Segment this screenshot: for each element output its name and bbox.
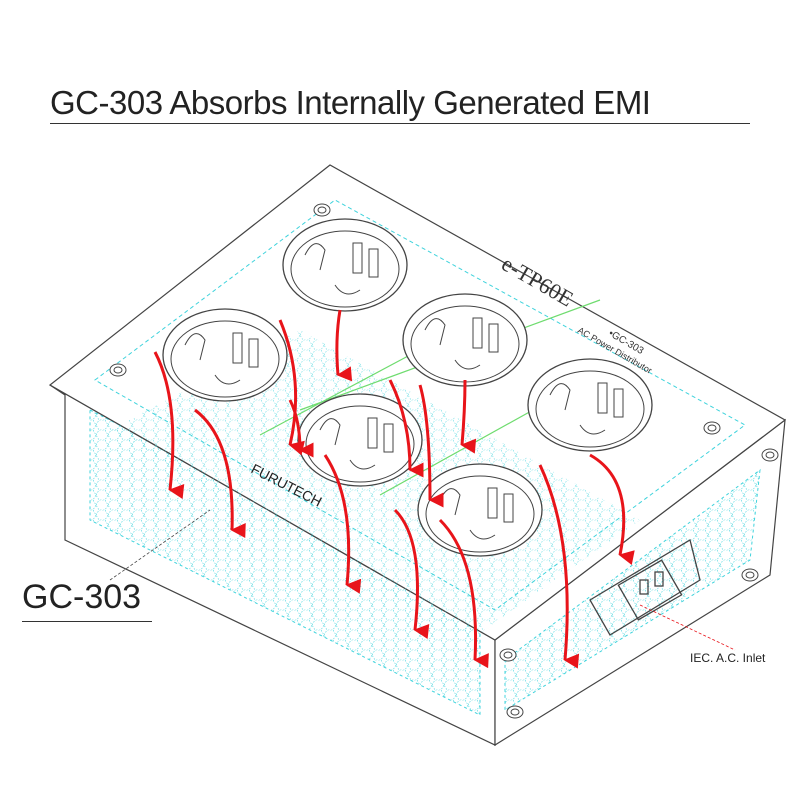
emi-flow-arrow: [335, 309, 353, 382]
outlet-socket: [417, 463, 543, 557]
emi-flow-arrow: [194, 408, 246, 538]
screw-icon: [741, 568, 759, 582]
emi-flow-arrow: [393, 508, 430, 639]
emi-flow-arrow: [323, 454, 362, 594]
outlet-socket: [527, 358, 653, 452]
iec-inlet: [589, 538, 701, 636]
emi-flow-arrow: [460, 379, 477, 454]
outlet-socket: [297, 393, 423, 487]
diagram-title: GC-303 Absorbs Internally Generated EMI: [50, 84, 651, 121]
gc303-underline: [22, 621, 152, 622]
screw-icon: [761, 448, 779, 462]
screw-icon: [109, 363, 127, 377]
screw-icon: [506, 705, 524, 719]
emi-flow-arrow: [153, 351, 185, 499]
emi-flow-arrow: [388, 379, 424, 478]
iec-inlet-callout: IEC. A.C. Inlet: [690, 651, 766, 665]
outlet-socket: [162, 308, 288, 402]
box-right-side-mesh: [504, 468, 761, 711]
emi-flow-arrow: [418, 384, 444, 508]
gc303-callout: GC-303: [22, 578, 142, 616]
emi-flow-arrow: [278, 319, 305, 456]
screw-icon: [499, 648, 517, 662]
emi-flow-arrow: [589, 453, 635, 565]
emi-flow-arrow: [538, 464, 580, 669]
emi-flow-arrow: [438, 518, 489, 669]
screw-icon: [703, 421, 721, 435]
outlet-socket: [282, 218, 408, 312]
emi-flow-arrow: [288, 399, 314, 458]
screw-icon: [313, 203, 331, 217]
iec-leader-line: [639, 604, 736, 651]
outlet-socket: [402, 293, 528, 387]
title-underline: [50, 123, 750, 124]
gc303-leader-line: [109, 509, 211, 581]
box-left-side-mesh: [89, 409, 481, 716]
